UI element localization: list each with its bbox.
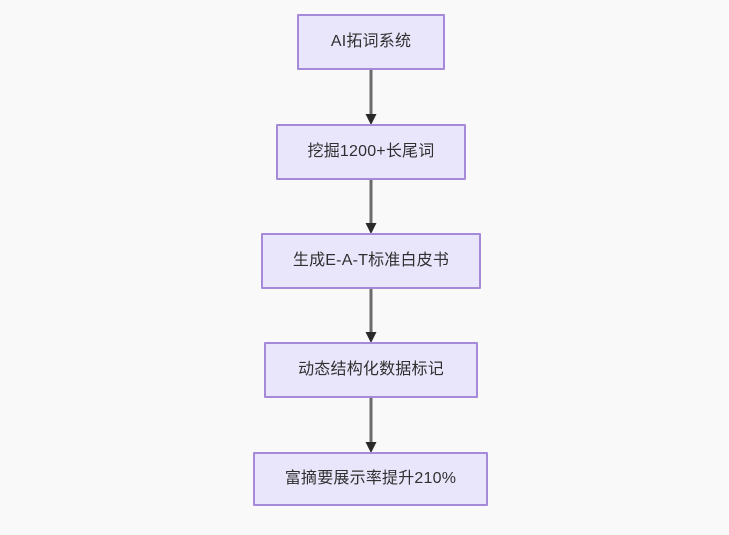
edge-connector-3 bbox=[365, 287, 377, 343]
flow-node-ai-keyword-system[interactable]: AI拓词系统 bbox=[297, 14, 445, 70]
edge-connector-2 bbox=[365, 178, 377, 234]
flow-node-label: 动态结构化数据标记 bbox=[298, 361, 444, 379]
flow-node-label: 挖掘1200+长尾词 bbox=[307, 143, 435, 161]
flow-node-dynamic-structured-data[interactable]: 动态结构化数据标记 bbox=[264, 342, 478, 398]
flow-node-label: AI拓词系统 bbox=[330, 33, 412, 51]
flow-node-rich-snippet-uplift[interactable]: 富摘要展示率提升210% bbox=[253, 452, 488, 506]
flow-node-label: 富摘要展示率提升210% bbox=[284, 470, 457, 488]
edge-connector-1 bbox=[365, 68, 377, 125]
flow-node-generate-eat-whitepaper[interactable]: 生成E-A-T标准白皮书 bbox=[261, 233, 481, 289]
flow-node-label: 生成E-A-T标准白皮书 bbox=[292, 252, 450, 270]
flow-node-mine-longtail-keywords[interactable]: 挖掘1200+长尾词 bbox=[276, 124, 466, 180]
edge-connector-4 bbox=[365, 395, 377, 453]
